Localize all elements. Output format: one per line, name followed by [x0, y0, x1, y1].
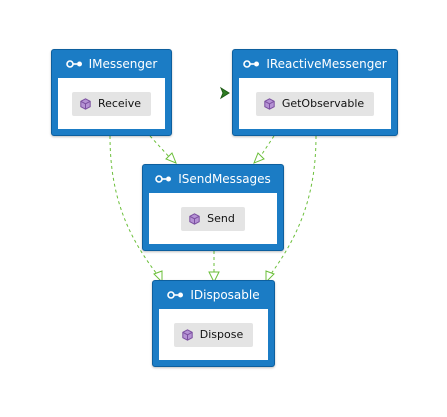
node-members: Receive: [58, 78, 165, 129]
port-marker-icon: [219, 86, 230, 100]
node-title: ISendMessages: [178, 172, 271, 186]
node-ireactivemessenger[interactable]: IReactiveMessenger GetObservable: [232, 49, 398, 136]
node-members: Send: [149, 193, 277, 244]
member-label: Send: [207, 212, 235, 225]
node-header: IReactiveMessenger: [233, 50, 397, 78]
node-header: IDisposable: [153, 281, 274, 309]
node-idisposable[interactable]: IDisposable Dispose: [152, 280, 275, 367]
node-isendmessages[interactable]: ISendMessages Send: [142, 164, 284, 251]
method-icon: [189, 212, 200, 225]
node-title: IReactiveMessenger: [266, 57, 387, 71]
interface-icon: [167, 290, 185, 300]
member-dispose[interactable]: Dispose: [173, 322, 254, 347]
edge-imessenger-isendmessages: [149, 135, 173, 161]
node-title: IDisposable: [190, 288, 260, 302]
member-getobservable[interactable]: GetObservable: [255, 91, 375, 116]
method-icon: [182, 328, 193, 341]
node-members: Dispose: [159, 309, 268, 360]
method-icon: [264, 97, 275, 110]
edge-ireactivemessenger-isendmessages: [257, 135, 275, 161]
interface-icon: [243, 59, 261, 69]
member-label: Receive: [97, 97, 142, 110]
interface-icon: [155, 174, 173, 184]
node-header: IMessenger: [52, 50, 171, 78]
node-imessenger[interactable]: IMessenger Receive: [51, 49, 172, 136]
member-send[interactable]: Send: [181, 206, 245, 231]
arrowhead-isendmessages-left: [165, 152, 177, 164]
node-title: IMessenger: [88, 57, 158, 71]
method-icon: [80, 97, 91, 110]
node-header: ISendMessages: [143, 165, 283, 193]
arrowhead-isendmessages-right: [253, 152, 265, 164]
member-label: Dispose: [199, 328, 244, 341]
member-receive[interactable]: Receive: [71, 91, 152, 116]
member-label: GetObservable: [281, 97, 365, 110]
node-members: GetObservable: [239, 78, 391, 129]
interface-icon: [65, 59, 84, 69]
